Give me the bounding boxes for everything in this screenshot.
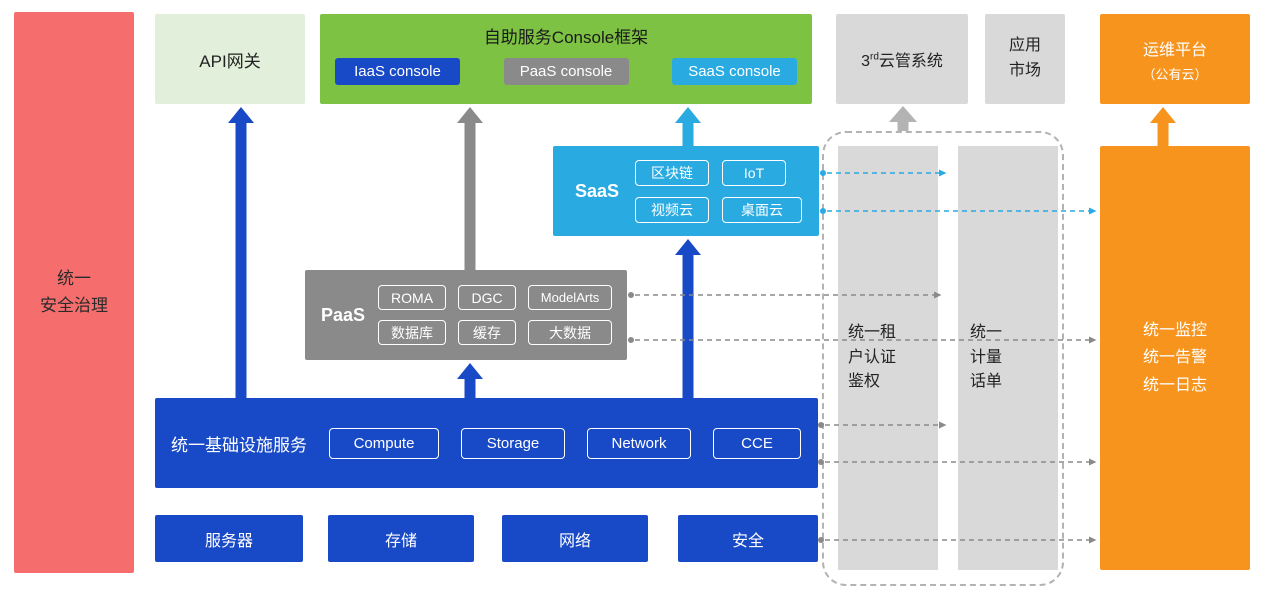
arrow-infra-to-saas (675, 239, 701, 398)
third-party-cloud-label: 3rd云管系统 (861, 47, 943, 71)
saas-chip-iot: IoT (722, 159, 787, 186)
infra-chip-compute: Compute (329, 427, 439, 459)
iaas-console-button: IaaS console (335, 58, 460, 85)
paas-chip-dgc: DGC (458, 285, 517, 310)
console-buttons-row: IaaS console PaaS console SaaS console (320, 58, 812, 85)
saas-chip-desktop-cloud: 桌面云 (722, 196, 803, 223)
app-market-label: 应用 市场 (1008, 37, 1041, 79)
security-governance-label: 统一 安全治理 (40, 269, 108, 315)
saas-label: SaaS (575, 180, 620, 201)
third-party-cloud-label-sup: rd (869, 51, 879, 63)
security-governance-bar: 统一 安全治理 (14, 12, 134, 573)
third-party-cloud-label-pre: 3 (861, 53, 870, 70)
arrow-infra-to-api-gateway (228, 107, 254, 398)
paas-chip-bigdata: 大数据 (528, 320, 613, 345)
om-platform-box: 运维平台 （公有云） (1100, 14, 1250, 104)
infrastructure-box: 统一基础设施服务 Compute Storage Network CCE (155, 398, 818, 488)
arrow-monitor-to-om-platform (1150, 107, 1176, 146)
console-framework-title: 自助服务Console框架 (483, 28, 649, 47)
resource-box-network: 网络 (502, 515, 648, 562)
tenant-auth-bar: 统一租 户认证 鉴权 (838, 146, 938, 570)
paas-chip-roma: ROMA (378, 285, 447, 310)
infra-chip-storage: Storage (461, 427, 565, 459)
app-market-box: 应用 市场 (985, 14, 1065, 104)
arrow-infra-to-paas (457, 363, 483, 398)
paas-label: PaaS (321, 304, 366, 325)
saas-console-button: SaaS console (672, 58, 797, 85)
console-framework-box: 自助服务Console框架 IaaS console PaaS console … (320, 14, 812, 104)
infra-chip-cce: CCE (713, 427, 801, 459)
api-gateway-box: API网关 (155, 14, 305, 104)
connector-dot-paas-monitor (628, 337, 634, 343)
arrow-paas-to-console (457, 107, 483, 270)
api-gateway-label: API网关 (199, 51, 261, 71)
monitoring-label: 统一监控 统一告警 统一日志 (1142, 322, 1207, 394)
third-party-cloud-label-post: 云管系统 (878, 53, 943, 70)
metering-bar: 统一 计量 话单 (958, 146, 1058, 570)
saas-chip-blockchain: 区块链 (635, 159, 710, 186)
om-platform-label-line2: （公有云） (1142, 66, 1208, 82)
om-platform-label-line1: 运维平台 (1142, 41, 1207, 59)
paas-chip-database: 数据库 (378, 320, 447, 345)
paas-box: PaaS ROMA DGC ModelArts 数据库 缓存 大数据 (305, 270, 627, 360)
arrow-saas-to-console (675, 107, 701, 146)
arrow-shared-to-third-party-cloud (889, 106, 917, 131)
paas-chip-cache: 缓存 (458, 320, 517, 345)
monitoring-bar: 统一监控 统一告警 统一日志 (1100, 146, 1250, 570)
saas-box: SaaS 区块链 IoT 视频云 桌面云 (553, 146, 819, 236)
connector-dot-paas-auth (628, 292, 634, 298)
metering-label: 统一 计量 话单 (970, 323, 1003, 391)
resource-box-storage: 存储 (328, 515, 474, 562)
resource-box-security: 安全 (678, 515, 818, 562)
infra-chip-network: Network (587, 427, 691, 459)
tenant-auth-label: 统一租 户认证 鉴权 (848, 323, 897, 391)
paas-console-button: PaaS console (503, 58, 629, 85)
shared-services-dashed-container (822, 131, 1064, 586)
saas-chip-grid: 区块链 IoT 视频云 桌面云 (635, 159, 803, 223)
resource-box-server: 服务器 (155, 515, 303, 562)
third-party-cloud-box: 3rd云管系统 (836, 14, 968, 104)
paas-chip-grid: ROMA DGC ModelArts 数据库 缓存 大数据 (378, 285, 613, 345)
infrastructure-chip-row: Compute Storage Network CCE (329, 427, 801, 459)
saas-chip-video-cloud: 视频云 (635, 196, 710, 223)
infrastructure-label: 统一基础设施服务 (171, 435, 307, 455)
paas-chip-modelarts: ModelArts (528, 285, 613, 310)
